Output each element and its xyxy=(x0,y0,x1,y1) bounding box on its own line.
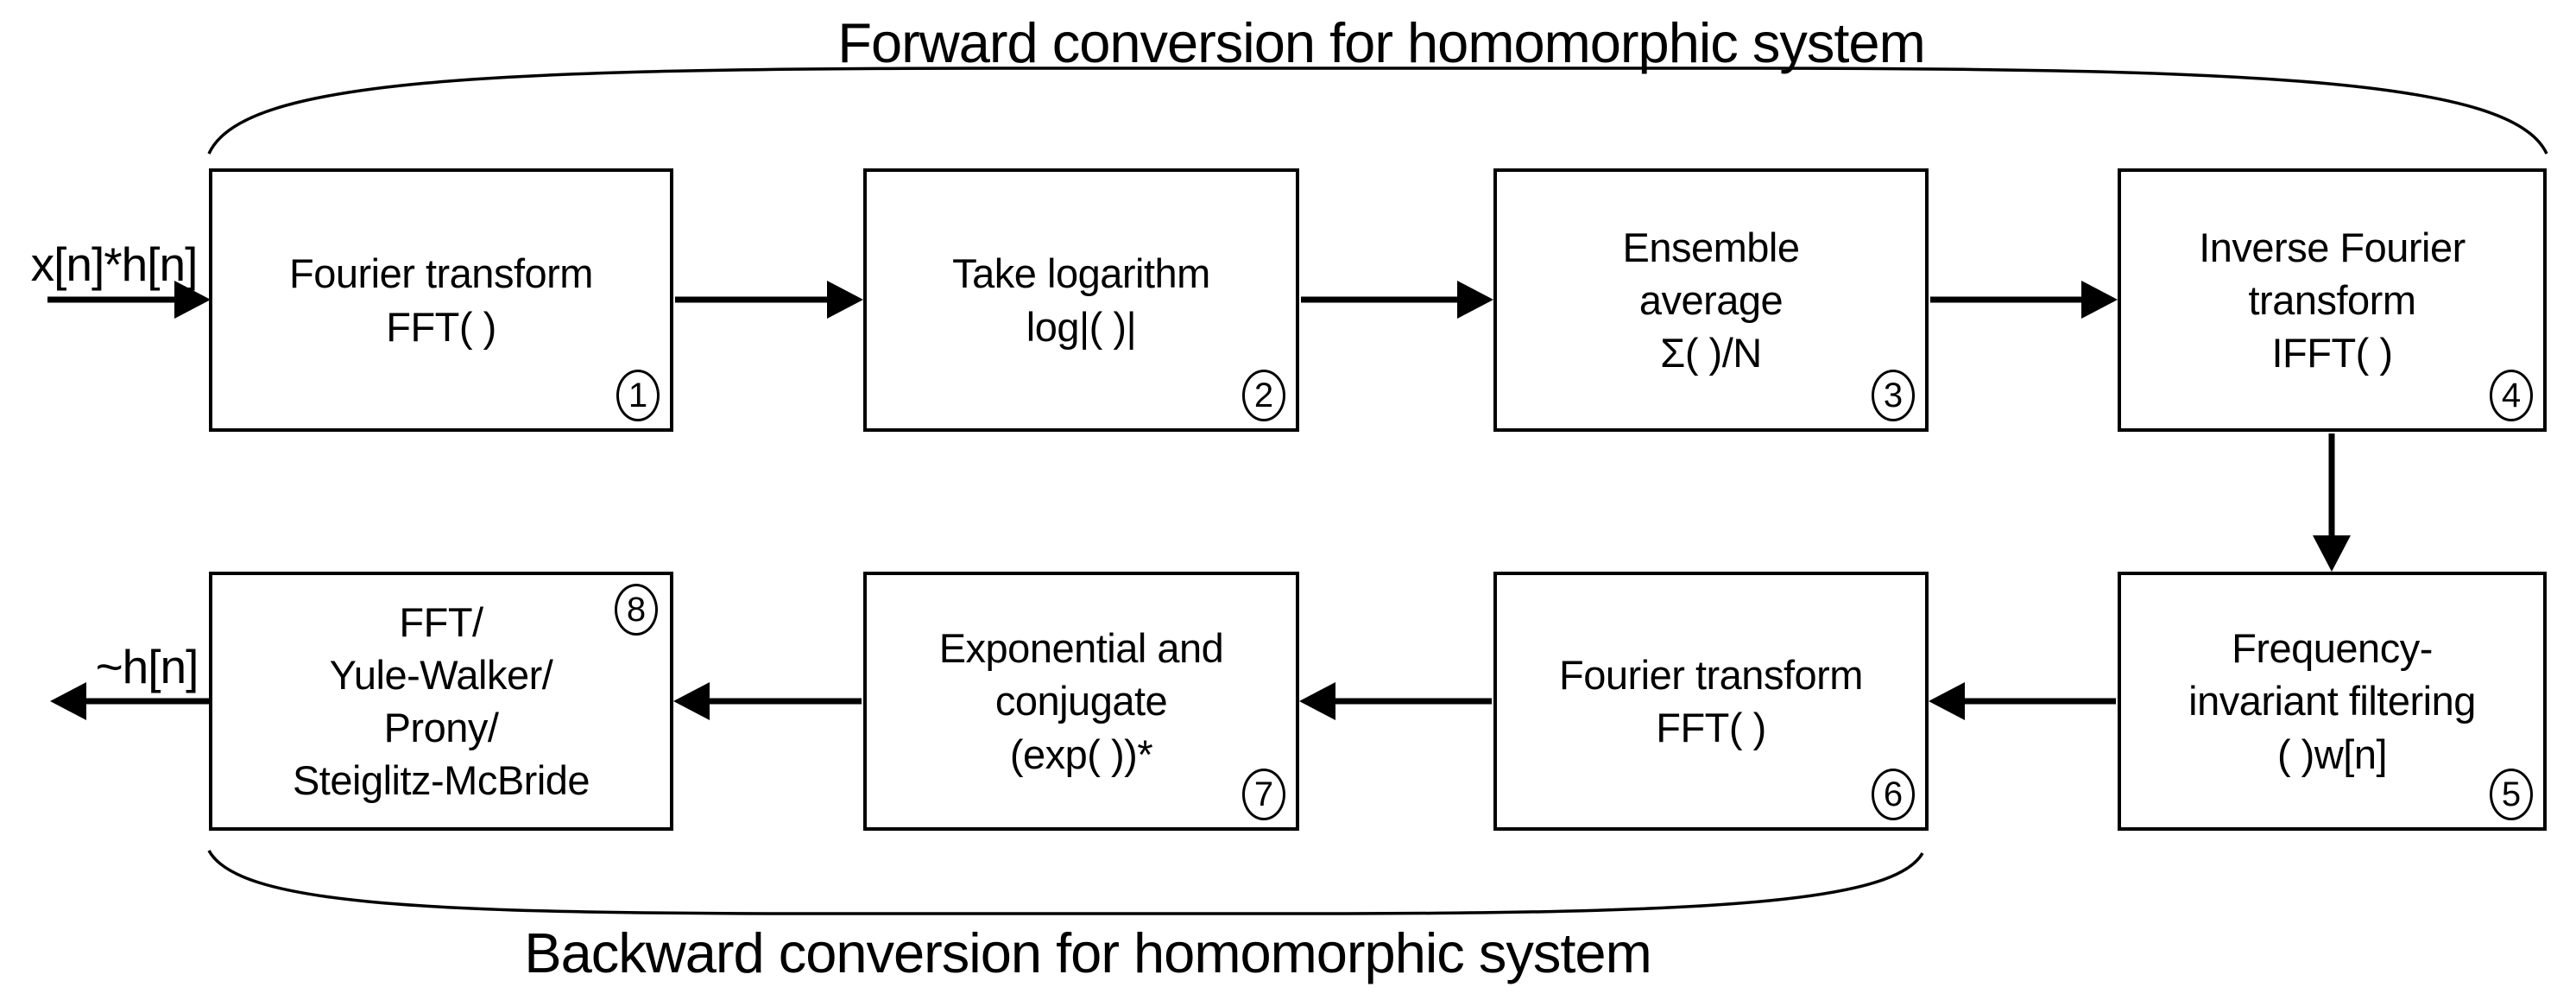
process-box-exponential-conjugate-7: Exponential and conjugate (exp( ))* 7 xyxy=(863,572,1299,831)
process-box-frequency-invariant-filtering-5: Frequency- invariant filtering ( )w[n] 5 xyxy=(2118,572,2547,831)
arrow-box3-to-box4-icon xyxy=(1930,281,2118,319)
arrow-box6-to-box7-icon xyxy=(1299,682,1492,720)
arrow-box2-to-box3-icon xyxy=(1301,281,1493,319)
process-box-fourier-transform-1: Fourier transform FFT( ) 1 xyxy=(209,168,673,432)
step-number-badge-7: 7 xyxy=(1242,769,1285,820)
box-text-line: Σ( )/N xyxy=(1660,330,1762,376)
arrow-box5-to-box6-icon xyxy=(1929,682,2116,720)
box-text-line: FFT( ) xyxy=(1656,705,1766,750)
backward-brace xyxy=(207,850,1924,915)
input-signal-label: x[n]*h[n] xyxy=(30,237,199,291)
box-text-line: conjugate xyxy=(994,678,1168,724)
step-number-badge-6: 6 xyxy=(1872,769,1915,820)
box-text-line: Inverse Fourier xyxy=(2199,224,2466,270)
arrow-box4-to-box5-icon xyxy=(2313,433,2351,572)
box-text-line: Fourier transform xyxy=(289,250,593,297)
box-text-line: average xyxy=(1638,276,1784,323)
box-text-line: Exponential and xyxy=(938,625,1224,672)
box-text-line: Yule-Walker/ xyxy=(329,651,553,698)
box-text-line: ( )w[n] xyxy=(2276,731,2388,777)
box-text-line: Ensemble xyxy=(1622,224,1801,270)
box-text-line: IFFT( ) xyxy=(2271,330,2393,376)
process-box-fourier-transform-6: Fourier transform FFT( ) 6 xyxy=(1493,572,1929,831)
box-text-line: Take logarithm xyxy=(952,250,1210,297)
box-text-line: Fourier transform xyxy=(1559,651,1863,698)
process-box-ensemble-average-3: Ensemble average Σ( )/N 3 xyxy=(1493,168,1929,432)
box-text-line: FFT( ) xyxy=(386,303,496,350)
step-number-badge-4: 4 xyxy=(2490,370,2533,421)
step-number-badge-1: 1 xyxy=(616,370,660,421)
box-text-line: Prony/ xyxy=(383,705,499,750)
box-text-line: Frequency- xyxy=(2232,625,2433,672)
box-text-line: log|( )| xyxy=(1026,303,1137,350)
step-number-badge-8: 8 xyxy=(615,584,658,636)
box-text-line: (exp( ))* xyxy=(1009,731,1153,777)
forward-conversion-title: Forward conversion for homomorphic syste… xyxy=(837,11,1925,74)
box-text-line: Steiglitz-McBride xyxy=(292,757,590,804)
forward-brace xyxy=(207,66,2548,155)
box-text-line: FFT/ xyxy=(399,598,483,645)
box-text-line: transform xyxy=(2248,276,2417,323)
process-box-take-logarithm-2: Take logarithm log|( )| 2 xyxy=(863,168,1299,432)
backward-conversion-title: Backward conversion for homomorphic syst… xyxy=(524,921,1651,984)
process-box-spectral-estimation-8: FFT/ Yule-Walker/ Prony/ Steiglitz-McBri… xyxy=(209,572,673,831)
step-number-badge-5: 5 xyxy=(2490,769,2533,820)
box-text-line: invariant filtering xyxy=(2188,678,2476,724)
arrow-box1-to-box2-icon xyxy=(675,281,863,319)
output-signal-label: ~h[n] xyxy=(95,640,199,693)
arrow-box7-to-box8-icon xyxy=(673,682,862,720)
step-number-badge-3: 3 xyxy=(1872,370,1915,421)
process-box-inverse-fourier-transform-4: Inverse Fourier transform IFFT( ) 4 xyxy=(2118,168,2547,432)
step-number-badge-2: 2 xyxy=(1242,370,1285,421)
